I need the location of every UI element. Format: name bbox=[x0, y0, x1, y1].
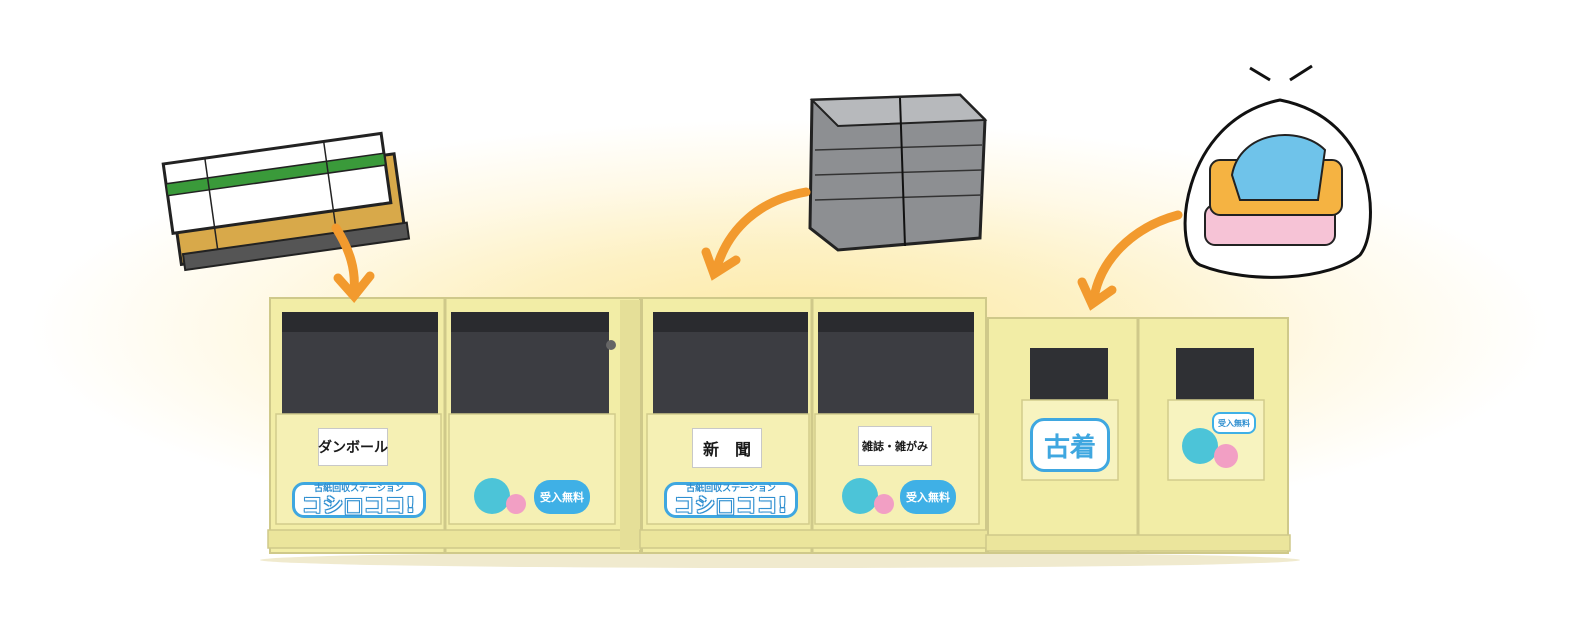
clothes-bin-label: 古着 bbox=[1030, 418, 1110, 472]
brand-subtitle-2: 古紙回収ステーション bbox=[686, 484, 776, 494]
brand-logo: 古紙回収ステーション コシ□ココ! bbox=[292, 482, 426, 518]
brand-subtitle: 古紙回収ステーション bbox=[314, 484, 404, 494]
clothes-bag-icon bbox=[1183, 64, 1372, 279]
brand-name: コシ□ココ! bbox=[301, 493, 417, 517]
brand-name-2: コシ□ココ! bbox=[673, 493, 789, 517]
free-badge-2: 受入無料 bbox=[900, 480, 956, 514]
cardboard-bin-unit bbox=[267, 297, 643, 554]
arrow-to-cardboard-icon bbox=[331, 223, 375, 303]
cardboard-bin-label: ダンボール bbox=[318, 428, 388, 466]
free-badge-3: 受入無料 bbox=[1212, 412, 1256, 434]
newspaper-stack-icon bbox=[808, 93, 988, 252]
arrow-to-clothes-icon bbox=[1077, 210, 1183, 311]
cardboard-bundle-icon bbox=[161, 131, 411, 272]
newspaper-bin-label: 新 聞 bbox=[692, 428, 762, 468]
arrow-to-newspaper-icon bbox=[701, 187, 811, 281]
brand-logo-2: 古紙回収ステーション コシ□ココ! bbox=[664, 482, 798, 518]
magazine-bin-label: 雑誌・雑がみ bbox=[858, 426, 932, 466]
mascot-frog-icon bbox=[474, 428, 1238, 514]
free-badge: 受入無料 bbox=[534, 480, 590, 514]
